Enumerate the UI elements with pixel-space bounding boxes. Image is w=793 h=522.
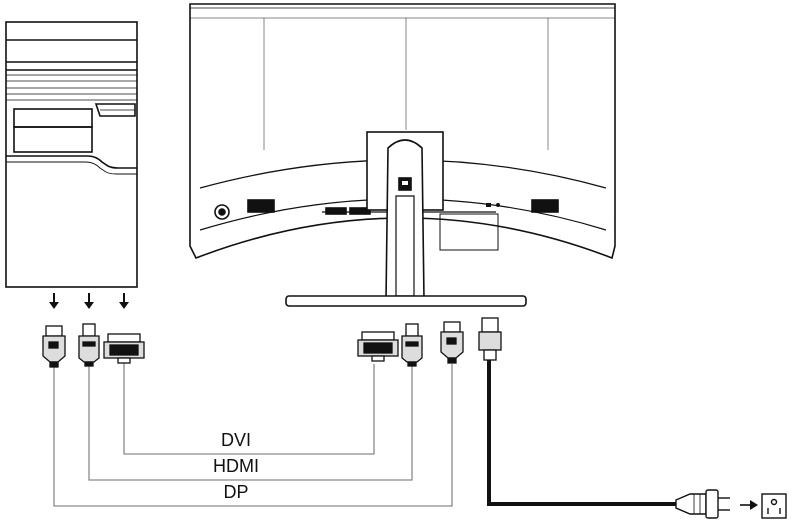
cable-lines <box>53 362 453 507</box>
hdmi-cable <box>88 364 413 481</box>
computer-tower-icon <box>5 21 138 288</box>
wall-outlet-icon <box>761 493 787 519</box>
dp-label: DP <box>223 482 248 502</box>
dp-plug-icon <box>440 321 464 364</box>
power-connector-icon <box>478 317 502 361</box>
down-arrow-icon <box>49 293 129 309</box>
hdmi-plug-icon <box>401 323 423 367</box>
hdmi-plug-icon <box>78 323 100 367</box>
power-cord-icon <box>487 360 676 506</box>
right-arrow-icon <box>740 500 758 510</box>
monitor-back-icon <box>189 3 616 307</box>
dvi-label: DVI <box>221 430 251 450</box>
dp-plug-icon <box>42 325 66 368</box>
power-plug-icon <box>675 489 730 519</box>
dvi-plug-icon <box>103 333 145 364</box>
dvi-cable <box>123 362 375 455</box>
dvi-plug-icon <box>357 331 399 362</box>
dp-cable <box>53 364 453 507</box>
hdmi-label: HDMI <box>213 456 259 476</box>
